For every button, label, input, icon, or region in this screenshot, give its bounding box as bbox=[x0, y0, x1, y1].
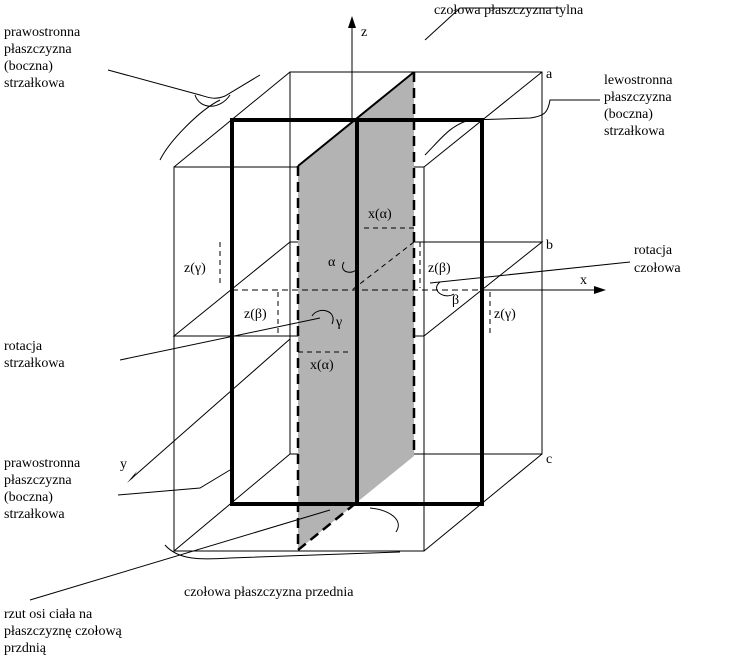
right-sagittal-top-line-2: płaszczyzna bbox=[4, 42, 72, 57]
label-frontal-front: czołowa płaszczyzna przednia bbox=[184, 585, 354, 600]
z-beta-right-label: z(β) bbox=[428, 261, 451, 276]
rotation-arcs bbox=[311, 261, 455, 533]
point-c-label: c bbox=[546, 452, 552, 467]
axes bbox=[127, 16, 606, 483]
frontal-front-text: czołowa płaszczyzna przednia bbox=[184, 585, 354, 600]
measure-lines bbox=[219, 227, 491, 353]
frontal-rotation-line-2: czołowa bbox=[634, 261, 681, 276]
axis-z-label: z bbox=[361, 25, 367, 40]
alpha-symbol: α bbox=[328, 255, 336, 270]
axis-x-label: x bbox=[580, 273, 587, 288]
axis-y-label: y bbox=[120, 457, 127, 472]
left-sagittal-line-1: lewostronna bbox=[604, 73, 673, 88]
label-frontal-back: czołowa płaszczyzna tylna bbox=[434, 3, 584, 18]
sagittal-rotation-line-2: strzałkowa bbox=[4, 356, 65, 371]
point-a-label: a bbox=[546, 67, 553, 82]
frontal-back-text: czołowa płaszczyzna tylna bbox=[434, 3, 584, 18]
projection-line-3: przdnią bbox=[4, 641, 47, 656]
leader-lines bbox=[29, 7, 631, 601]
projection-line-2: płaszczyznę czołową bbox=[4, 624, 123, 639]
right-sagittal-bottom-line-4: strzałkowa bbox=[4, 507, 65, 522]
projection-line-1: rzut osi ciała na bbox=[4, 607, 93, 622]
right-sagittal-bottom-line-2: płaszczyzna bbox=[4, 473, 72, 488]
z-beta-left-label: z(β) bbox=[244, 307, 267, 322]
label-right-sagittal-top: prawostronna płaszczyzna (boczna) strzał… bbox=[4, 25, 81, 91]
left-sagittal-line-3: (boczna) bbox=[604, 107, 653, 122]
label-projection: rzut osi ciała na płaszczyznę czołową pr… bbox=[4, 607, 123, 656]
right-sagittal-bottom-line-3: (boczna) bbox=[4, 490, 53, 505]
left-sagittal-line-4: strzałkowa bbox=[604, 124, 665, 139]
z-gamma-left-label: z(γ) bbox=[184, 261, 206, 276]
label-sagittal-rotation: rotacja strzałkowa bbox=[4, 339, 65, 371]
z-gamma-right-label: z(γ) bbox=[494, 307, 516, 322]
frontal-plane bbox=[230, 118, 484, 506]
x-alpha-upper-label: x(α) bbox=[368, 207, 392, 222]
gamma-symbol: γ bbox=[335, 315, 342, 330]
frontal-rotation-line-1: rotacja bbox=[634, 243, 673, 258]
right-sagittal-top-line-3: (boczna) bbox=[4, 59, 53, 74]
left-sagittal-line-2: płaszczyzna bbox=[604, 90, 672, 105]
label-left-sagittal: lewostronna płaszczyzna (boczna) strzałk… bbox=[604, 73, 673, 139]
right-sagittal-bottom-line-1: prawostronna bbox=[4, 456, 81, 471]
back-box bbox=[289, 71, 543, 455]
beta-symbol: β bbox=[452, 293, 459, 308]
point-b-label: b bbox=[546, 238, 553, 253]
label-right-sagittal-bottom: prawostronna płaszczyzna (boczna) strzał… bbox=[4, 456, 81, 522]
right-sagittal-top-line-1: prawostronna bbox=[4, 25, 81, 40]
sagittal-rotation-line-1: rotacja bbox=[4, 339, 43, 354]
right-sagittal-top-line-4: strzałkowa bbox=[4, 76, 65, 91]
x-alpha-lower-label: x(α) bbox=[310, 358, 334, 373]
label-frontal-rotation: rotacja czołowa bbox=[634, 243, 681, 276]
